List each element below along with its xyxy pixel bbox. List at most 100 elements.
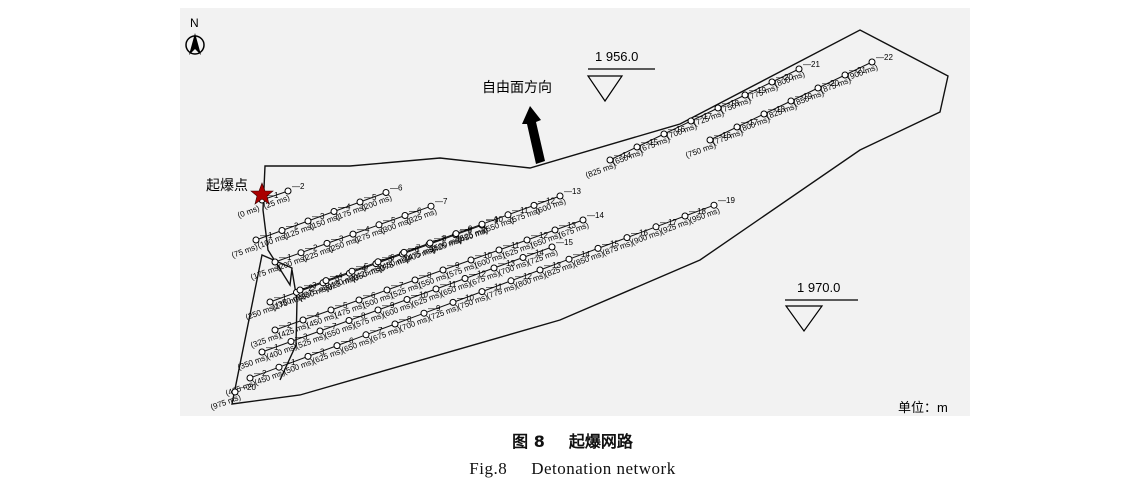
hole-id-label: —11	[503, 241, 520, 250]
hole-circle	[814, 84, 822, 92]
hole-id-label: —10	[475, 251, 492, 260]
hole-circle	[760, 110, 768, 118]
hole-circle	[271, 258, 279, 266]
hole-id-label: —2	[305, 244, 318, 253]
hole-id-label: —16	[668, 125, 685, 134]
hole-circle	[323, 239, 331, 247]
hole-id-label: —13	[559, 221, 576, 230]
hole-circle	[556, 192, 564, 200]
caption-cn-number: 图 8	[512, 432, 545, 451]
hole-circle	[652, 223, 660, 231]
hole-circle	[733, 123, 741, 131]
hole-id-label: —1	[283, 358, 296, 367]
hole-circle	[391, 320, 399, 328]
hole-circle	[426, 239, 434, 247]
hole-id-label: —4	[354, 264, 367, 273]
elevation-value-2: 1 970.0	[797, 280, 840, 295]
hole-id-label: —11	[486, 283, 503, 292]
hole-id-label: —12	[469, 270, 486, 279]
hole-id-label: —13	[544, 261, 561, 270]
hole-circle	[548, 243, 556, 251]
hole-id-label: —7	[391, 281, 404, 290]
hole-id-label: —21	[803, 60, 820, 69]
hole-circle	[706, 136, 714, 144]
unit-label: 单位：m	[898, 400, 948, 415]
hole-circle	[495, 246, 503, 254]
hole-circle	[714, 104, 722, 112]
hole-circle	[633, 143, 641, 151]
blast-holes: (0 ms)—1(25 ms)—2(75 ms)—1(100 ms)—2(125…	[209, 53, 893, 412]
hole-id-label: —1	[266, 191, 279, 200]
hole-delay-label: (75 ms)	[230, 242, 259, 260]
hole-circle	[432, 285, 440, 293]
caption-cn-title: 起爆网路	[568, 432, 633, 451]
hole-circle	[787, 97, 795, 105]
hole-circle	[530, 201, 538, 209]
hole-id-label: —20	[776, 73, 793, 82]
hole-circle	[565, 255, 573, 263]
hole-id-label: —12	[531, 231, 548, 240]
hole-circle	[606, 156, 614, 164]
hole-circle	[349, 230, 357, 238]
hole-id-label: —5	[335, 301, 348, 310]
hole-circle	[551, 226, 559, 234]
hole-id-label: —9	[486, 216, 499, 225]
hole-id-label: —2	[301, 283, 314, 292]
hole-id-label: —4	[357, 225, 370, 234]
hole-id-label: —9	[428, 304, 441, 313]
hole-id-label: —12	[515, 272, 532, 281]
hole-id-label: —6	[382, 253, 395, 262]
hole-id-label: —16	[631, 229, 648, 238]
north-label: N	[190, 16, 199, 30]
delay-chain-line	[609, 68, 800, 161]
hole-circle	[452, 230, 460, 238]
hole-circle	[304, 352, 312, 360]
hole-circle	[504, 211, 512, 219]
hole-id-label: —3	[295, 333, 308, 342]
hole-circle	[623, 234, 631, 242]
hole-circle	[461, 275, 469, 282]
hole-id-label: —8	[460, 226, 473, 235]
hole-id-label: —13	[498, 259, 515, 268]
hole-circle	[383, 286, 391, 294]
hole-circle	[374, 306, 382, 314]
hole-id-label: —1	[266, 343, 279, 352]
hole-id-label: —14	[614, 151, 631, 160]
hole-id-label: —20	[239, 383, 256, 392]
hole-circle	[284, 187, 292, 195]
hole-id-label: —18	[768, 105, 785, 114]
hole-id-label: —19	[795, 92, 812, 101]
hole-id-label: —7	[433, 235, 446, 244]
initiation-label: 起爆点	[206, 177, 248, 193]
hole-circle	[362, 331, 370, 339]
hole-id-label: —6	[363, 291, 376, 300]
elevation-value-1: 1 956.0	[595, 49, 638, 64]
hole-id-label: —10	[457, 293, 474, 302]
hole-id-label: —22	[876, 53, 893, 62]
hole-id-label: —4	[338, 203, 351, 212]
hole-circle	[403, 296, 411, 303]
hole-id-label: —7	[370, 326, 383, 335]
hole-circle	[355, 296, 363, 304]
delay-chain-line	[274, 219, 584, 331]
hole-circle	[427, 202, 435, 210]
hole-id-label: —19	[718, 196, 735, 205]
hole-circle	[401, 212, 409, 219]
hole-id-label: —6	[390, 184, 403, 193]
hole-circle	[275, 363, 283, 371]
hole-id-label: —3	[304, 281, 317, 290]
hole-circle	[258, 348, 266, 356]
hole-circle	[375, 221, 383, 229]
initiation-point-icon	[250, 182, 274, 205]
hole-id-label: —3	[327, 274, 340, 283]
hole-id-label: —5	[380, 255, 393, 264]
free-face-arrow-icon	[522, 106, 545, 164]
hole-circle	[478, 220, 486, 228]
hole-id-label: —12	[538, 196, 555, 205]
hole-circle	[687, 117, 695, 125]
delay-chain-line	[255, 192, 387, 241]
hole-id-label: —18	[689, 207, 706, 216]
hole-id-label: —9	[447, 261, 460, 270]
